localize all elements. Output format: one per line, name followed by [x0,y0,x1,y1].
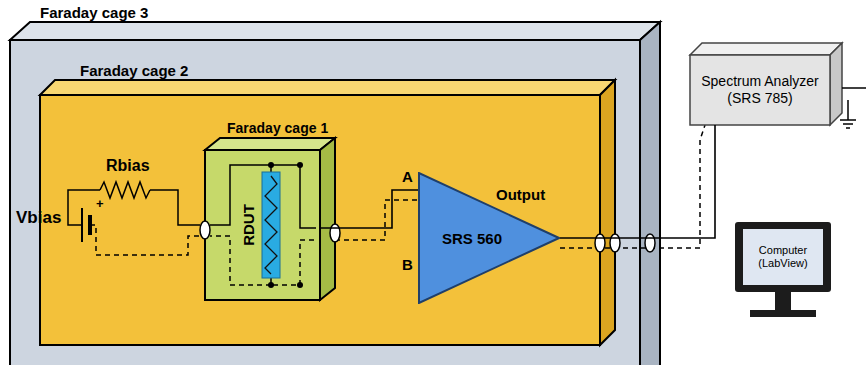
faraday-cage: Faraday cage 3Faraday cage 2Faraday cage… [10,40,640,365]
node-text: Faraday cage 2 [80,62,188,79]
node-text: Faraday cage 1 [227,120,328,136]
monitor-screen [743,229,823,285]
circuit-label: A [402,168,413,185]
monitor-frame [735,222,831,292]
monitor-stand [775,292,791,310]
junction-dot [268,162,303,288]
node-text: RDUT [240,204,257,246]
monitor-base [750,310,816,317]
cage-front [40,95,600,345]
cage-top [10,22,660,40]
cage-side [640,22,660,365]
computer-screen: Computer (LabView) [743,229,823,285]
circuit-label: Output [496,186,545,203]
analyzer-side [830,43,842,125]
resistor-symbol [265,176,277,274]
instrument-box: Spectrum Analyzer (SRS 785) [690,55,830,125]
cage-front [205,150,320,300]
cage-top [205,138,335,150]
node-text: Spectrum Analyzer (SRS 785) [694,73,826,107]
circuit-label: Vbias [16,208,61,228]
node-text: Computer (LabView) [747,244,819,270]
signal-wire [320,190,418,228]
cage-side [600,80,615,345]
analyzer-top [690,43,842,55]
circuit-label: + [96,196,104,211]
bias-circuit [68,182,200,255]
analyzer-front [690,55,830,125]
dut-wiring [210,165,316,285]
dut-resistor [262,172,280,278]
node-text: SRS 560 [442,230,502,247]
cage-front [10,40,640,365]
faraday-cage: Faraday cage 2Faraday cage 1RDUTSRS 560 [40,95,600,345]
dut-resistor: RDUT [262,172,280,278]
signal-wire [560,125,715,238]
circuit-label: B [402,256,413,273]
faraday-cage: Faraday cage 1RDUT [205,150,320,300]
circuit-label: Rbias [106,157,150,175]
ground-symbol [840,88,866,128]
node-text: Faraday cage 3 [40,4,148,21]
cage-side [320,138,335,300]
cage-top [40,80,615,95]
